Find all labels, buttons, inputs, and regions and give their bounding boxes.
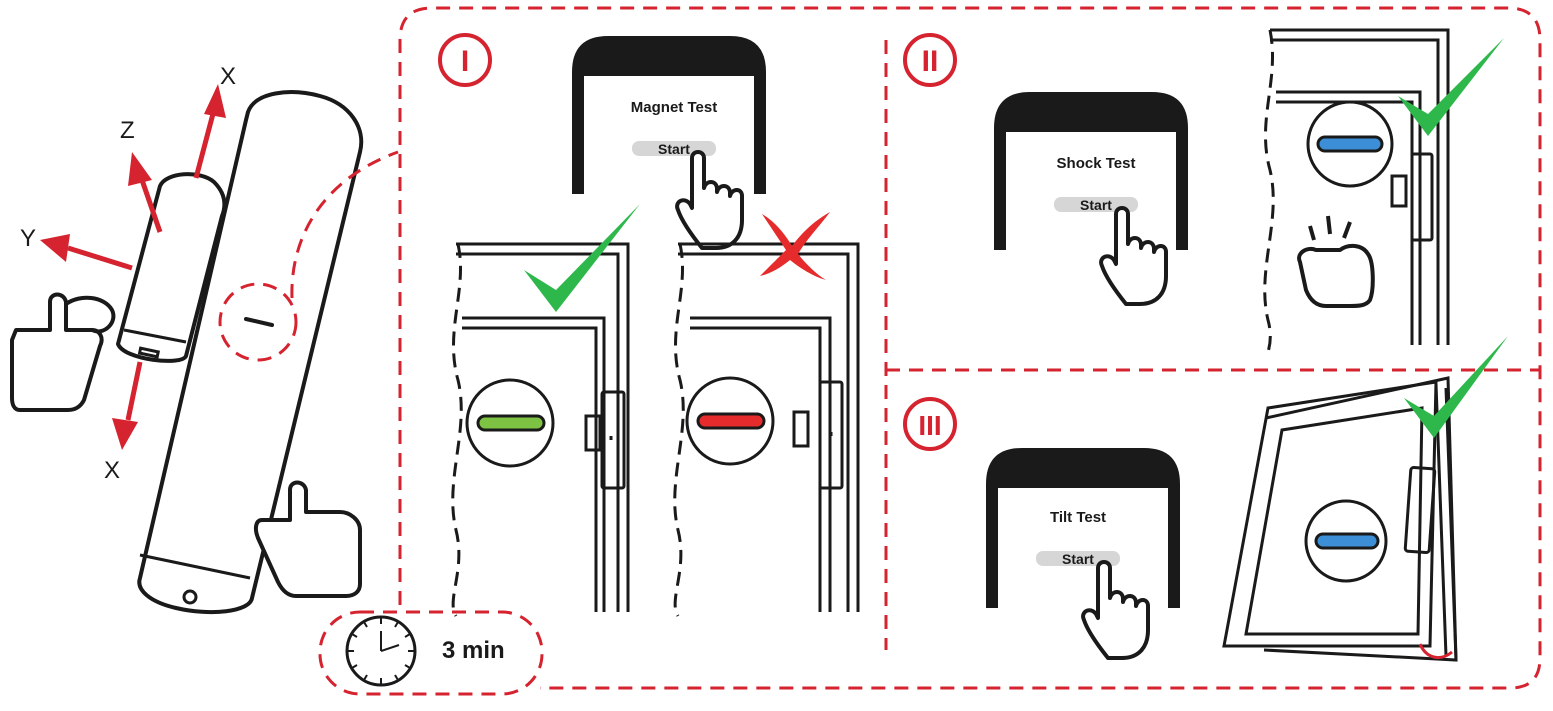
start-button-label: Start xyxy=(1062,551,1094,567)
phone-shock-test: Shock Test Start xyxy=(994,92,1188,306)
led-green-indicator xyxy=(476,414,546,432)
step-3-numeral: III xyxy=(918,410,941,441)
clock-icon xyxy=(345,615,417,687)
timer-badge: 3 min xyxy=(318,610,544,696)
step-3-badge: III xyxy=(903,397,957,451)
start-button-label: Start xyxy=(658,141,690,157)
hand-pointer-icon xyxy=(1099,206,1168,306)
window-tilt xyxy=(1222,376,1458,662)
hand-icon xyxy=(253,480,362,598)
axis-label-x-top: X xyxy=(220,63,236,90)
led-red-indicator xyxy=(696,412,766,430)
phone-title: Tilt Test xyxy=(1050,509,1106,526)
phone-title: Magnet Test xyxy=(631,99,717,116)
timer-label: 3 min xyxy=(442,637,505,664)
knock-icon xyxy=(1297,215,1375,308)
step-1-numeral: I xyxy=(461,45,469,78)
check-icon xyxy=(1398,38,1504,136)
door-magnet-ok xyxy=(451,242,630,617)
axis-x-top-arrowhead xyxy=(204,84,226,118)
step-2-badge: II xyxy=(903,33,957,87)
hand-pointer-icon xyxy=(675,150,744,250)
check-icon xyxy=(524,204,640,312)
hand-pointer-icon xyxy=(1081,560,1150,660)
phone-magnet-test: Magnet Test Start xyxy=(572,36,766,250)
axis-arrows: X Z Y X xyxy=(20,63,236,484)
cross-icon xyxy=(760,212,830,280)
door-magnet-fail xyxy=(673,242,860,617)
sensor-device xyxy=(116,90,399,615)
start-button-label: Start xyxy=(1080,197,1112,213)
led-blue-indicator xyxy=(1316,135,1384,153)
test-frame xyxy=(398,6,1542,690)
axis-label-y: Y xyxy=(20,225,36,252)
phone-title: Shock Test xyxy=(1057,155,1136,172)
check-icon xyxy=(1404,336,1508,438)
step-1-badge: I xyxy=(438,33,492,87)
step-2-numeral: II xyxy=(922,45,939,78)
led-blue-indicator xyxy=(1314,532,1380,550)
door-shock xyxy=(1263,28,1450,353)
axis-label-z: Z xyxy=(120,117,135,144)
tilt-direction-arrow xyxy=(1418,643,1453,660)
axis-label-x-bottom: X xyxy=(104,457,120,484)
hand-icon xyxy=(10,292,116,412)
phone-tilt-test: Tilt Test Start xyxy=(986,448,1180,660)
